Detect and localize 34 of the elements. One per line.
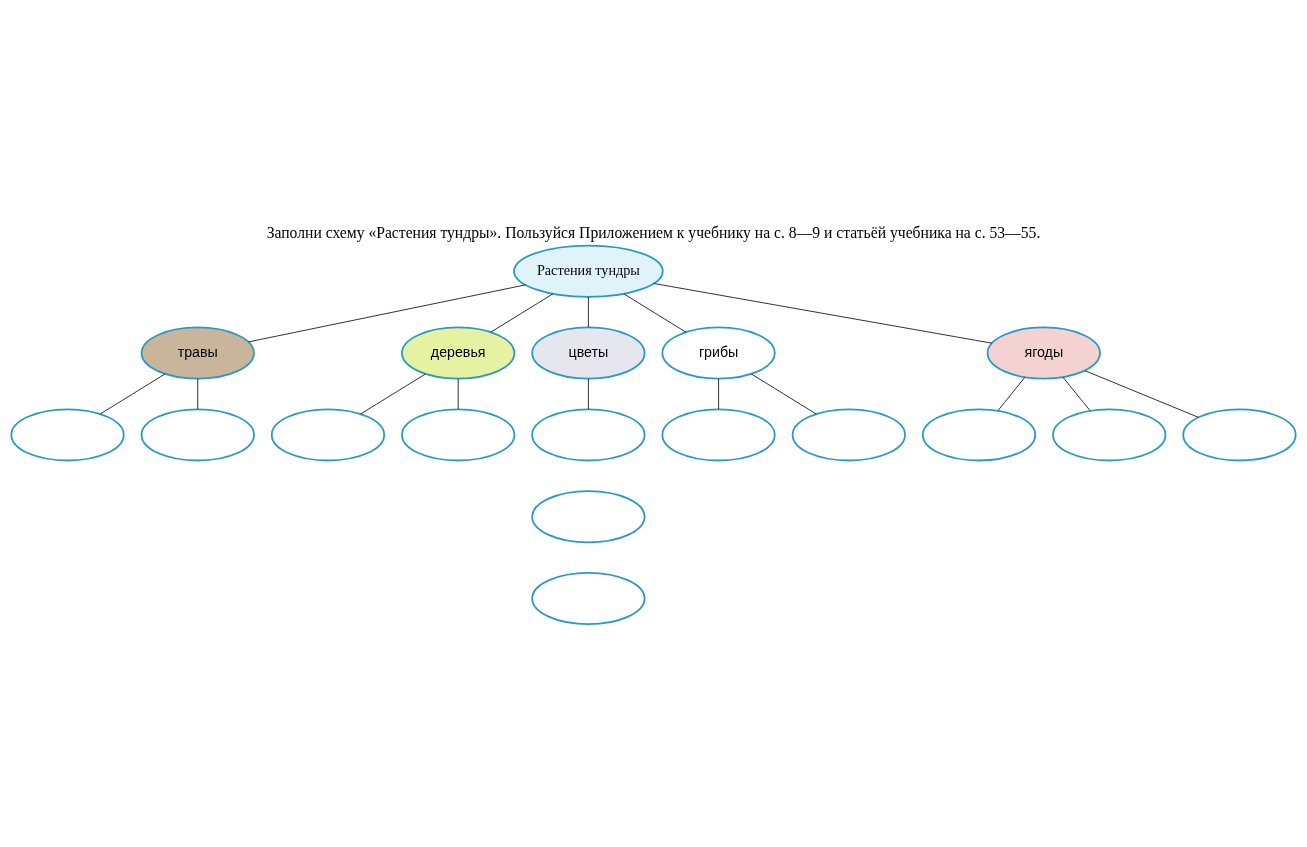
- node-ellipse: ягоды: [986, 326, 1101, 380]
- connector: [623, 293, 687, 333]
- connector: [197, 378, 199, 410]
- connector: [718, 378, 720, 410]
- node-ellipse: цветы: [531, 326, 646, 380]
- connector: [587, 378, 589, 410]
- node-ellipse: травы: [140, 326, 255, 380]
- connector: [457, 378, 459, 410]
- connector: [653, 283, 993, 344]
- connector: [751, 373, 817, 415]
- node-ellipse: [10, 408, 125, 462]
- connector: [997, 376, 1026, 411]
- node-ellipse: [270, 408, 386, 462]
- node-ellipse: [531, 572, 646, 626]
- connector: [490, 293, 554, 333]
- node-ellipse: [791, 408, 906, 462]
- node-ellipse: [140, 408, 255, 462]
- node-ellipse: Растения тундры: [513, 244, 664, 298]
- connector: [99, 373, 166, 415]
- connector: [248, 284, 526, 343]
- connector: [1062, 376, 1091, 411]
- node-ellipse: [401, 408, 516, 462]
- node-ellipse: деревья: [401, 326, 516, 380]
- node-ellipse: [661, 408, 776, 462]
- connector: [1084, 370, 1199, 418]
- node-ellipse: [531, 490, 646, 544]
- diagram-title: Заполни схему «Растения тундры». Пользуйся Приложением к учебнику на с. 8—9 и статьёй учебника на с. 53—55.: [266, 224, 1041, 242]
- node-ellipse: [921, 408, 1037, 462]
- node-ellipse: [1182, 408, 1297, 462]
- connector: [587, 296, 589, 328]
- node-ellipse: [531, 408, 646, 462]
- node-ellipse: грибы: [661, 326, 776, 380]
- connector: [360, 373, 426, 415]
- node-ellipse: [1052, 408, 1167, 462]
